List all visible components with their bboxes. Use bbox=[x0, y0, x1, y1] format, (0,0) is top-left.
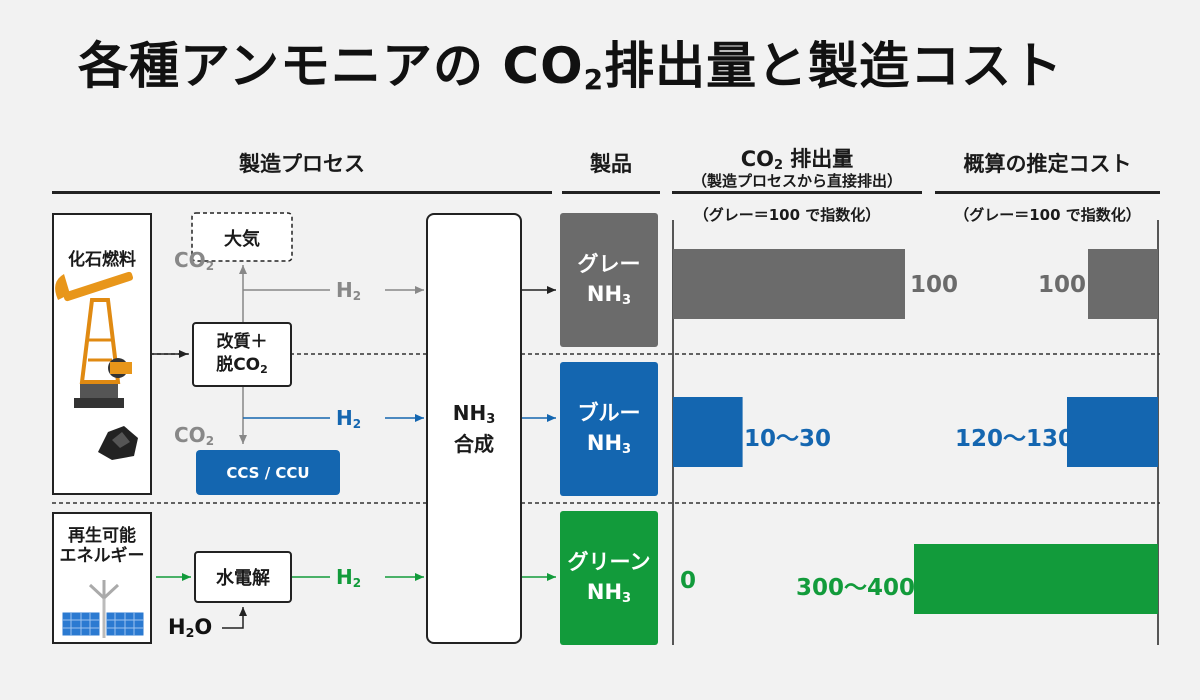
h2-label-blue: H2 bbox=[336, 406, 362, 431]
renewable-label: 再生可能 エネルギー bbox=[59, 526, 145, 567]
header-co2: CO2 排出量 bbox=[740, 147, 854, 173]
co2-label-bottom: CO2 bbox=[174, 423, 215, 448]
header-co2-caption: （製造プロセスから直接排出） bbox=[691, 172, 902, 190]
header-product: 製品 bbox=[590, 152, 632, 176]
header-product-rule bbox=[562, 191, 660, 194]
cost-scale-note: （グレー＝100 で指数化） bbox=[954, 206, 1141, 224]
header-process-rule bbox=[52, 191, 552, 194]
header-co2-rule bbox=[672, 191, 922, 194]
h2-label-green: H2 bbox=[336, 565, 362, 590]
h2o-label: H2O bbox=[168, 615, 213, 640]
co2-bars bbox=[673, 249, 905, 467]
renewable-box: 再生可能 エネルギー bbox=[52, 512, 152, 644]
reform-co2-removal-box: 改質＋ 脱CO2 bbox=[192, 322, 292, 387]
electrolysis-box: 水電解 bbox=[194, 551, 292, 603]
nh3-synthesis-box: NH3 合成 bbox=[426, 213, 522, 644]
atmosphere-label: 大気 bbox=[224, 229, 260, 250]
product-gray-nh3: グレー NH3 bbox=[560, 213, 658, 347]
page-title: 各種アンモニアの CO2排出量と製造コスト bbox=[78, 37, 1064, 96]
product-green-nh3: グリーン NH3 bbox=[560, 511, 658, 645]
fossil-fuel-box: 化石燃料 bbox=[52, 213, 152, 495]
co2-value-gray: 100 bbox=[910, 272, 959, 298]
co2-label-top: CO2 bbox=[174, 248, 215, 273]
fossil-fuel-label: 化石燃料 bbox=[68, 250, 136, 270]
atmosphere-box bbox=[191, 212, 293, 262]
ccs-ccu-box: CCS / CCU bbox=[196, 450, 340, 495]
product-blue-nh3: ブルー NH3 bbox=[560, 362, 658, 496]
cost-value-blue: 120〜130 bbox=[955, 426, 1075, 452]
header-cost: 概算の推定コスト bbox=[963, 152, 1132, 176]
co2-scale-note: （グレー＝100 で指数化） bbox=[693, 206, 881, 224]
arrow-h2o bbox=[222, 607, 247, 629]
cost-bar-gray bbox=[1088, 249, 1158, 319]
co2-bar-gray bbox=[673, 249, 905, 319]
cost-bars bbox=[914, 249, 1158, 614]
co2-bar-blue bbox=[673, 397, 743, 467]
co2-value-green: 0 bbox=[680, 568, 697, 594]
co2-value-blue: 10〜30 bbox=[744, 426, 832, 452]
header-process: 製造プロセス bbox=[239, 152, 365, 176]
cost-value-green: 300〜400 bbox=[796, 575, 916, 601]
h2-label-gray: H2 bbox=[336, 278, 362, 303]
cost-bar-blue bbox=[1067, 397, 1158, 467]
header-cost-rule bbox=[935, 191, 1160, 194]
cost-value-gray: 100 bbox=[1038, 272, 1087, 298]
cost-bar-green bbox=[914, 544, 1158, 614]
